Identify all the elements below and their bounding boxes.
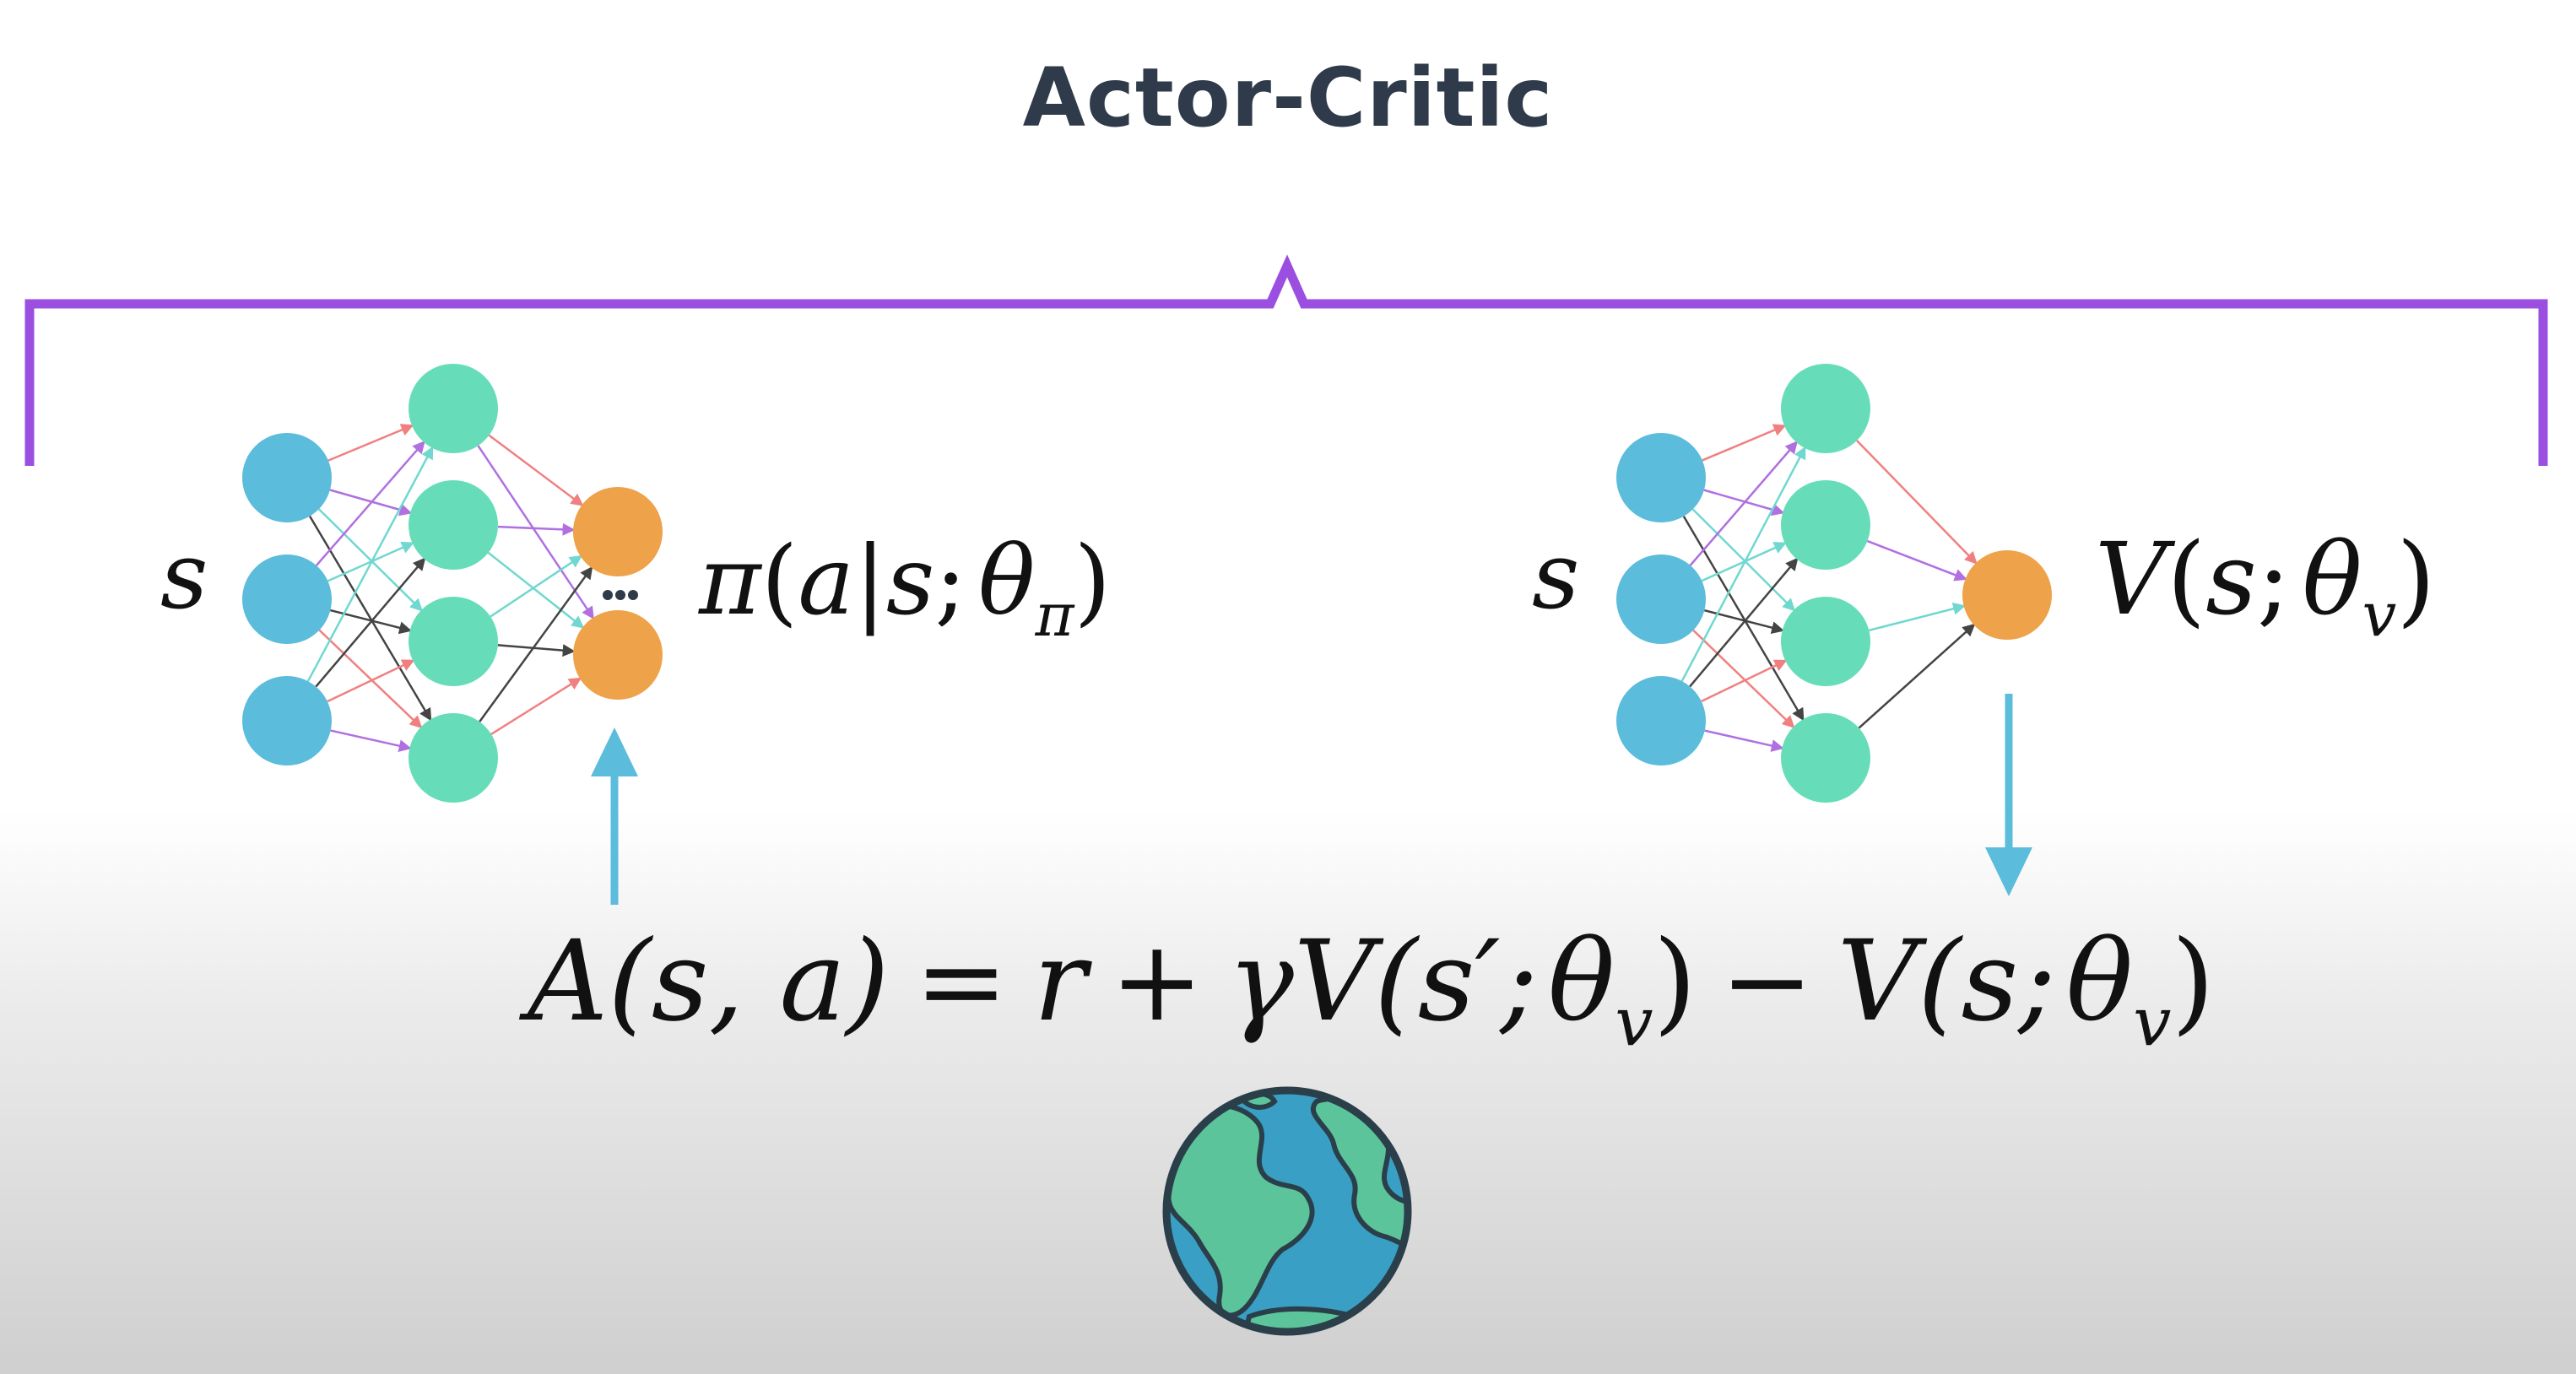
actor-input-node: [242, 554, 332, 644]
diagram-title: Actor-Critic: [1022, 51, 1554, 145]
critic-edge: [1856, 440, 1978, 565]
bracket-line: [24, 254, 2548, 466]
actor-edge: [329, 489, 413, 517]
actor-edge: [330, 609, 413, 635]
actor-edge: [477, 445, 594, 620]
critic-input-label: s: [1532, 522, 1579, 630]
critic-edge: [1701, 659, 1788, 703]
actor-hidden-node: [409, 480, 498, 570]
critic-edge: [1689, 441, 1799, 566]
critic-input-node: [1616, 554, 1706, 644]
actor-edge: [330, 729, 412, 753]
critic-edge: [1703, 489, 1785, 517]
actor-edge: [327, 541, 414, 582]
critic-hidden-node: [1781, 597, 1870, 686]
critic-input-node: [1616, 433, 1706, 522]
critic-output-expression: V(s;θv): [2095, 521, 2435, 650]
actor-edge: [306, 446, 434, 682]
actor-edge: [487, 551, 585, 629]
actor-output-expression: π(a|s;θπ): [698, 527, 1111, 650]
advantage-equation: A(s, a)=r+γV(s′;θv)−V(s;θv): [518, 917, 2215, 1061]
critic-edge: [1704, 609, 1785, 634]
down-arrow-icon: [1985, 694, 2032, 896]
critic-edge: [1704, 729, 1784, 752]
critic-input-node: [1616, 676, 1706, 765]
actor-output-node: [573, 610, 663, 700]
actor-network-edges: [306, 424, 594, 753]
critic-edge: [1691, 508, 1796, 612]
actor-input-label: s: [160, 522, 208, 630]
actor-output-ellipsis: [603, 590, 638, 600]
critic-edge: [1866, 539, 1967, 582]
critic-edge: [1701, 542, 1787, 582]
critic-edge: [1702, 424, 1787, 462]
actor-edge: [308, 515, 432, 722]
actor-edge: [315, 441, 425, 566]
actor-hidden-node: [409, 364, 498, 453]
critic-edge: [1858, 623, 1976, 729]
actor-edge: [488, 434, 584, 506]
actor-network-nodes: [242, 364, 663, 803]
actor-edge: [497, 522, 576, 536]
critic-hidden-node: [1781, 364, 1870, 453]
critic-network-nodes: [1616, 364, 2052, 803]
actor-hidden-node: [409, 597, 498, 686]
critic-network-edges: [1680, 424, 1978, 752]
actor-edge: [318, 629, 423, 729]
actor-edge: [479, 565, 593, 722]
critic-edge: [1680, 446, 1806, 682]
earth-globe-icon: [1162, 1086, 1412, 1336]
actor-edge: [327, 424, 414, 462]
actor-edge: [490, 555, 582, 618]
critic-hidden-node: [1781, 713, 1870, 803]
actor-hidden-node: [409, 713, 498, 803]
actor-edge: [315, 557, 426, 688]
critic-edge: [1689, 557, 1799, 688]
critic-output-node: [1962, 550, 2052, 640]
critic-edge: [1692, 629, 1795, 728]
actor-edge: [497, 644, 576, 657]
actor-input-node: [242, 676, 332, 765]
actor-edge: [490, 677, 582, 735]
actor-output-node: [573, 487, 663, 576]
actor-edge: [327, 659, 415, 703]
critic-edge: [1869, 602, 1967, 632]
actor-edge: [317, 508, 424, 612]
actor-input-node: [242, 433, 332, 522]
up-arrow-icon: [591, 728, 638, 905]
critic-hidden-node: [1781, 480, 1870, 570]
